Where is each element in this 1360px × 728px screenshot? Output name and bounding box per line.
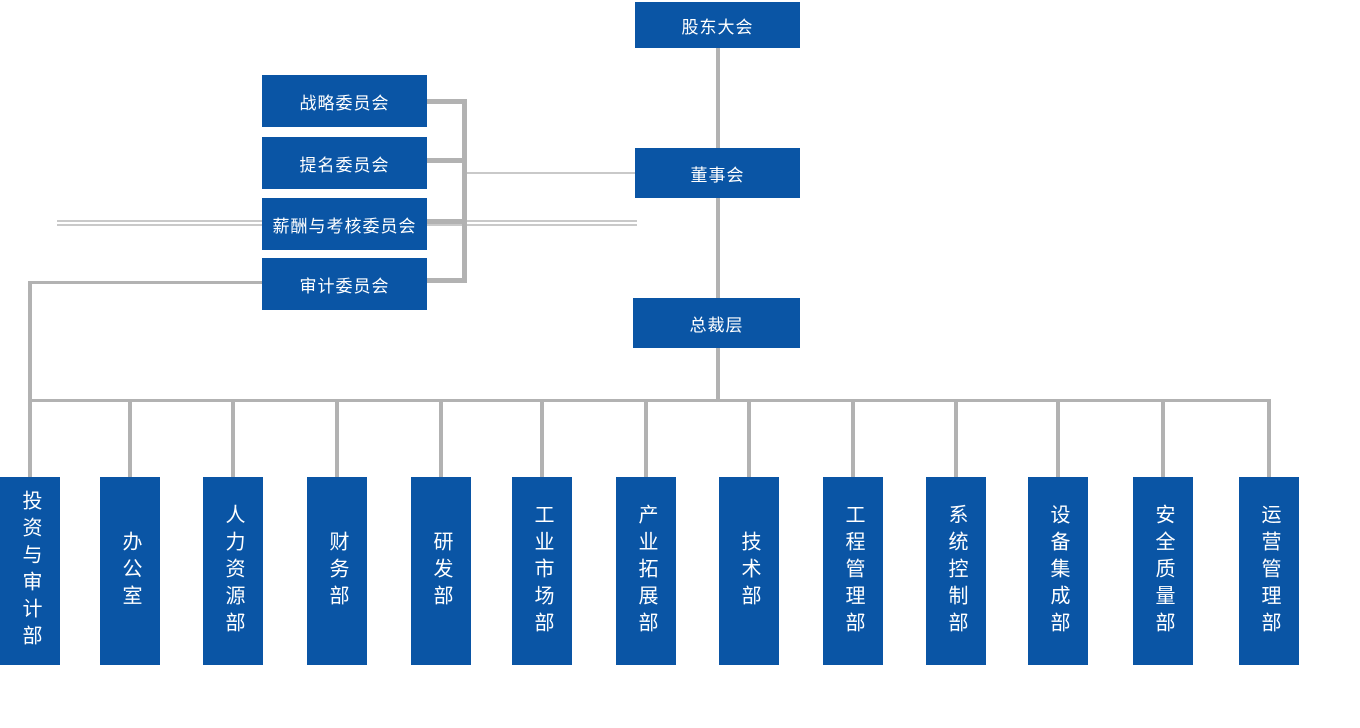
node-dept-research-development-label: 研发部: [430, 530, 452, 612]
connector-dept-stub-8: [747, 402, 751, 477]
node-dept-industrial-market: 工业市场部: [512, 477, 572, 665]
connector-dept-stub-6: [540, 402, 544, 477]
node-dept-finance-label: 财务部: [326, 530, 348, 612]
node-committee-remuneration-label: 薪酬与考核委员会: [272, 216, 417, 236]
node-committee-audit-label: 审计委员会: [299, 276, 390, 296]
node-dept-technology-label: 技术部: [738, 530, 760, 612]
connector-dept-stub-9: [851, 402, 855, 477]
node-committee-audit: 审计委员会: [262, 258, 427, 310]
connector-dept-stub-4: [335, 402, 339, 477]
node-board-of-directors: 董事会: [635, 148, 800, 198]
connector-audit-stub: [427, 278, 466, 283]
node-board-of-directors-label: 董事会: [690, 165, 745, 185]
connector-shareholders-to-board: [716, 48, 720, 148]
node-president-level-label: 总裁层: [689, 315, 744, 335]
node-shareholders-meeting-label: 股东大会: [681, 17, 754, 37]
connector-nomination-stub: [427, 158, 466, 163]
node-committee-strategy: 战略委员会: [262, 75, 427, 127]
connector-audit-left: [30, 281, 262, 284]
connector-president-to-bus: [716, 348, 720, 400]
connector-department-bus: [30, 399, 1271, 402]
node-dept-human-resources: 人力资源部: [203, 477, 263, 665]
node-dept-safety-quality-label: 安全质量部: [1152, 503, 1174, 639]
node-dept-industry-expansion-label: 产业拓展部: [635, 503, 657, 639]
connector-dept-stub-11: [1056, 402, 1060, 477]
node-committee-nomination-label: 提名委员会: [299, 155, 390, 175]
connector-dept-stub-10: [954, 402, 958, 477]
node-committee-strategy-label: 战略委员会: [299, 93, 390, 113]
connector-audit-drop: [28, 281, 32, 477]
connector-remuneration-stub: [427, 219, 466, 224]
connector-dept-stub-5: [439, 402, 443, 477]
node-dept-investment-audit-label: 投资与审计部: [19, 490, 41, 652]
connector-dept-stub-3: [231, 402, 235, 477]
node-dept-investment-audit: 投资与审计部: [0, 477, 60, 665]
node-dept-operations-management-label: 运营管理部: [1258, 503, 1280, 639]
connector-rail-to-board: [466, 172, 635, 174]
node-dept-general-office: 办公室: [100, 477, 160, 665]
node-dept-system-control-label: 系统控制部: [945, 503, 967, 639]
node-dept-human-resources-label: 人力资源部: [222, 503, 244, 639]
connector-committee-rail: [462, 99, 467, 283]
node-dept-technology: 技术部: [719, 477, 779, 665]
node-dept-equipment-integration-label: 设备集成部: [1047, 503, 1069, 639]
node-dept-equipment-integration: 设备集成部: [1028, 477, 1088, 665]
node-dept-industrial-market-label: 工业市场部: [531, 503, 553, 639]
node-dept-safety-quality: 安全质量部: [1133, 477, 1193, 665]
node-dept-engineering-management-label: 工程管理部: [842, 503, 864, 639]
connector-board-to-president: [716, 198, 720, 298]
node-dept-system-control: 系统控制部: [926, 477, 986, 665]
node-president-level: 总裁层: [633, 298, 800, 348]
connector-strategy-stub: [427, 99, 466, 104]
node-dept-industry-expansion: 产业拓展部: [616, 477, 676, 665]
node-dept-research-development: 研发部: [411, 477, 471, 665]
node-dept-operations-management: 运营管理部: [1239, 477, 1299, 665]
connector-dept-stub-12: [1161, 402, 1165, 477]
node-committee-remuneration: 薪酬与考核委员会: [262, 198, 427, 250]
node-dept-engineering-management: 工程管理部: [823, 477, 883, 665]
connector-dept-stub-2: [128, 402, 132, 477]
node-committee-nomination: 提名委员会: [262, 137, 427, 189]
connector-dept-stub-7: [644, 402, 648, 477]
node-dept-general-office-label: 办公室: [119, 530, 141, 612]
node-shareholders-meeting: 股东大会: [635, 2, 800, 48]
connector-dept-stub-13: [1267, 402, 1271, 477]
node-dept-finance: 财务部: [307, 477, 367, 665]
